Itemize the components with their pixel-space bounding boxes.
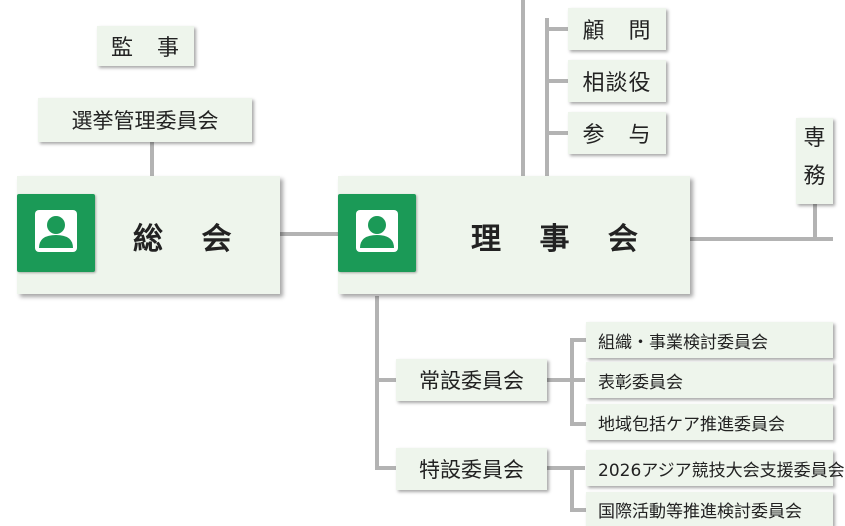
committee-international-box: 国際活動等推進検討委員会 [586, 492, 833, 526]
board-box: 理 事 会 [338, 176, 690, 294]
general-assembly-person-icon [17, 194, 95, 272]
connector-standing-right [547, 378, 585, 382]
connector-counselor [545, 79, 569, 83]
connector-advisory-vertical [545, 18, 549, 178]
special-committees-box: 特設委員会 [396, 448, 547, 490]
executive-box: 専 務 [796, 118, 833, 204]
connector-special-right [547, 466, 585, 470]
board-title: 理 事 会 [471, 222, 652, 257]
committee-community-care-box: 地域包括ケア推進委員会 [586, 404, 833, 440]
connector-standing-vertical [570, 338, 574, 426]
connector-special-child-2 [570, 508, 588, 512]
counselor-box: 相談役 [568, 60, 666, 102]
connector-standing-child-3 [570, 422, 588, 426]
consultant-box: 参 与 [568, 112, 666, 154]
connector-standing [375, 378, 397, 382]
connector-advisor [545, 27, 569, 31]
connector-special [375, 466, 397, 470]
connector-board-right [690, 237, 833, 241]
general-assembly-box: 総 会 [17, 176, 280, 294]
committee-awards-box: 表彰委員会 [586, 362, 833, 398]
connector-general-board [280, 232, 348, 236]
auditor-box: 監 事 [97, 26, 194, 66]
connector-special-vertical [570, 466, 574, 512]
connector-standing-child-1 [570, 338, 588, 342]
connector-board-top [521, 0, 525, 176]
advisor-box: 顧 問 [568, 8, 666, 50]
board-person-icon [338, 194, 416, 272]
executive-char-2: 務 [803, 164, 826, 189]
connector-executive [813, 200, 817, 240]
connector-board-committees [375, 296, 379, 468]
executive-char-1: 専 [803, 126, 826, 151]
general-assembly-title: 総 会 [133, 222, 246, 257]
committee-organization-box: 組織・事業検討委員会 [586, 322, 833, 358]
election-committee-box: 選挙管理委員会 [38, 98, 252, 142]
connector-consultant [545, 131, 569, 135]
connector-auditor-election [150, 140, 154, 176]
committee-asian-games-box: 2026アジア競技大会支援委員会 [586, 450, 845, 486]
standing-committees-box: 常設委員会 [396, 359, 547, 401]
